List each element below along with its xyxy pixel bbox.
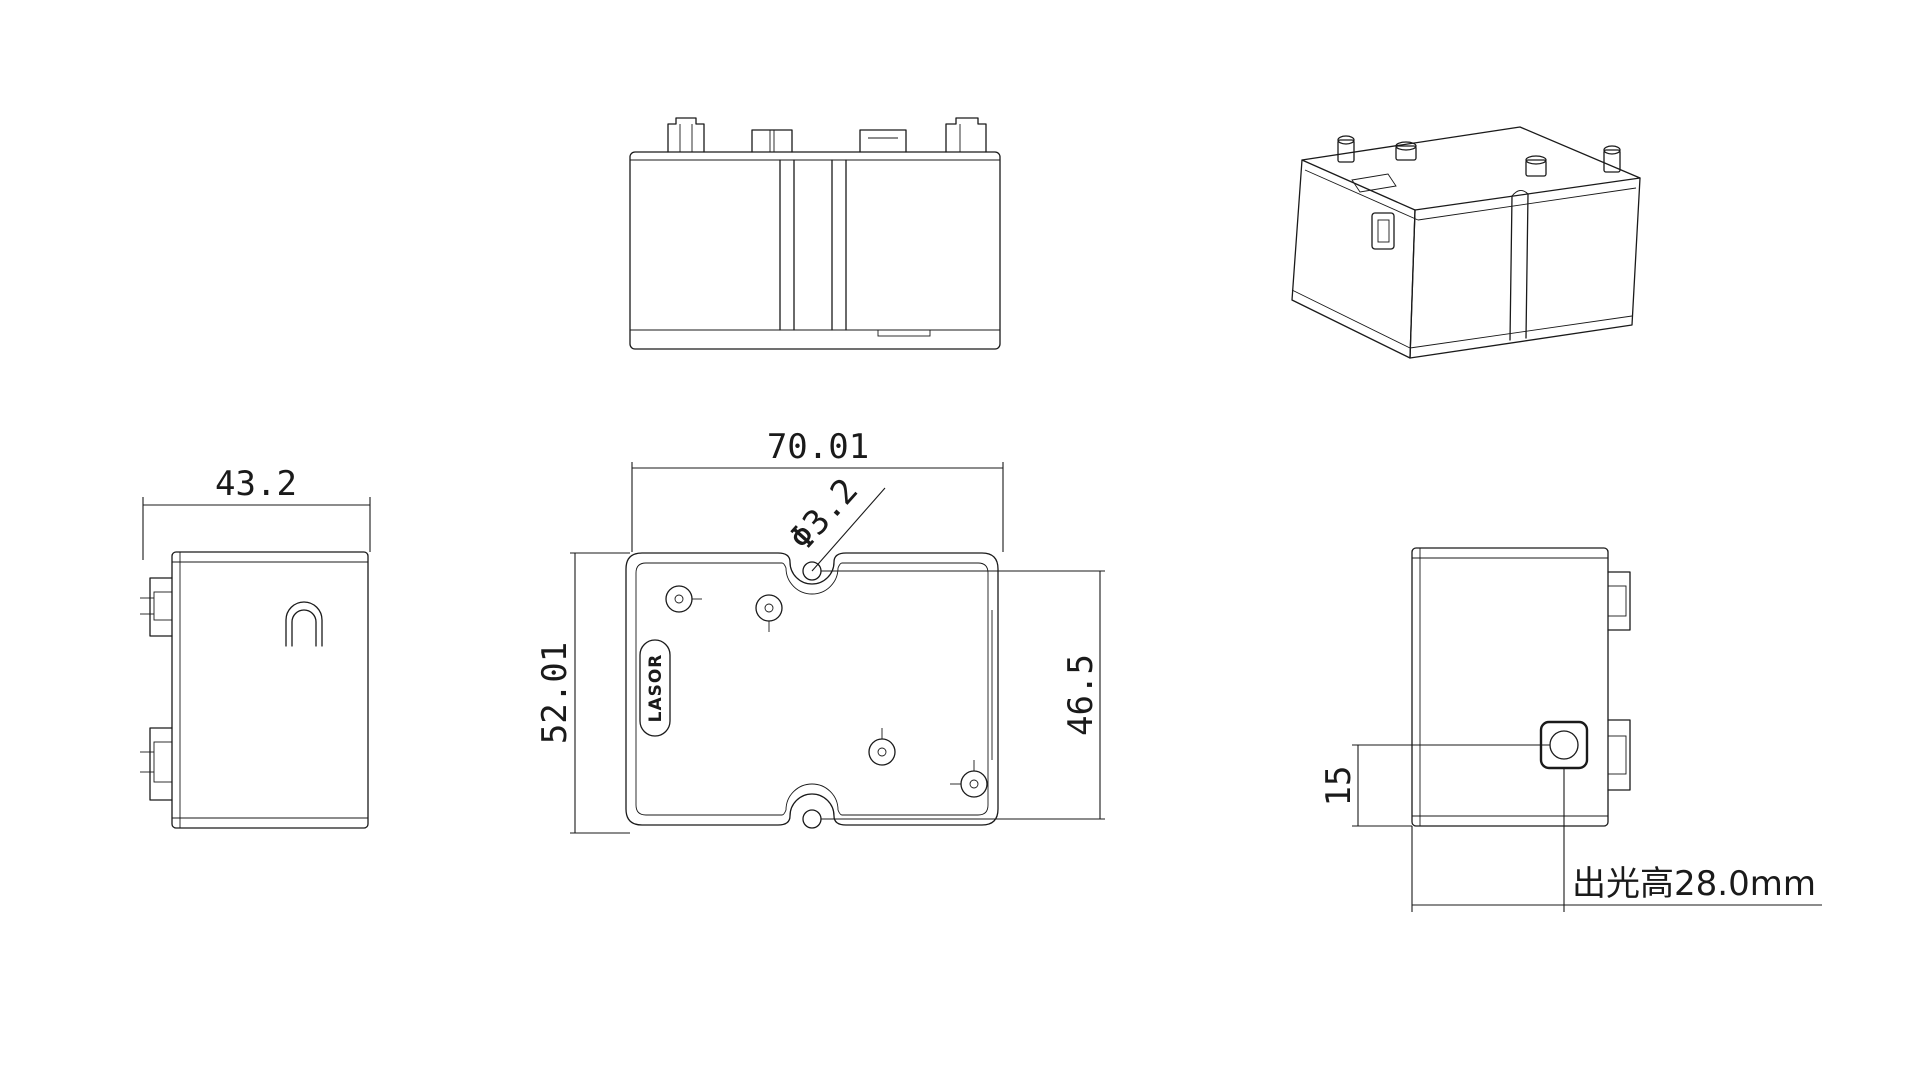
left-side-view <box>140 551 369 829</box>
dim-top-width: 70.01 <box>767 427 869 467</box>
beam-height-note: 出光高28.0mm <box>1572 864 1816 904</box>
dim-side-depth: 43.2 <box>215 464 297 504</box>
dim-hole-diameter: Φ3.2 <box>782 471 867 559</box>
front-elevation-view <box>629 117 1001 350</box>
brand-label: LASOR <box>646 654 666 723</box>
top-plan-view: LASOR <box>625 552 999 829</box>
dimension-lines <box>142 462 1822 912</box>
dim-height: 52.01 <box>535 642 575 744</box>
isometric-view <box>1291 126 1641 359</box>
dim-beam-height: 15 <box>1319 766 1359 807</box>
right-side-view <box>1411 547 1631 827</box>
dim-hole-pitch: 46.5 <box>1061 654 1101 736</box>
